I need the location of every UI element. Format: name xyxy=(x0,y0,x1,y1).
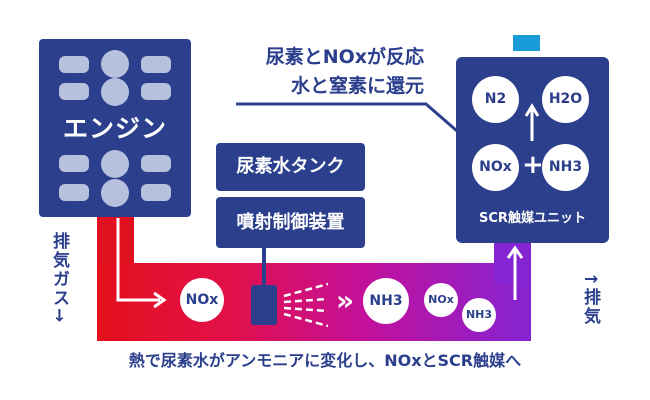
nox-molecule: NOx xyxy=(180,278,224,322)
engine-label: エンジン xyxy=(62,114,167,143)
engine-cell xyxy=(59,155,89,172)
caption: 熱で尿素水がアンモニアに変化し、NOxとSCR触媒へ xyxy=(128,351,522,370)
unit-cap xyxy=(513,35,540,51)
plus-sign: + xyxy=(522,150,544,180)
engine-cell xyxy=(141,155,171,172)
reaction-connector xyxy=(236,102,473,146)
engine-block: エンジン xyxy=(39,39,191,217)
engine-cell xyxy=(141,83,171,100)
engine-cell xyxy=(59,83,89,100)
nh3-molecule: NH3 xyxy=(363,278,409,324)
scr-unit-label: SCR触媒ユニット xyxy=(479,211,586,226)
exhaust-out-label: ↑排気 xyxy=(580,272,600,327)
engine-cell xyxy=(141,56,171,73)
injection-controller: 噴射制御装置 xyxy=(216,197,365,248)
nox-molecule-small: NOx xyxy=(424,283,458,317)
engine-cell xyxy=(141,184,171,201)
n2-molecule: N2 xyxy=(472,76,519,123)
injector-nozzle xyxy=(251,285,277,325)
engine-circle xyxy=(101,179,129,207)
flow-chevrons: » xyxy=(336,284,355,317)
engine-circle xyxy=(101,78,129,106)
engine-circle xyxy=(101,50,129,78)
spray-icon xyxy=(283,282,329,328)
nh3-molecule-small: NH3 xyxy=(462,298,496,332)
exhaust-arrow xyxy=(116,218,167,309)
engine-cell xyxy=(59,184,89,201)
up-arrow-icon xyxy=(506,245,524,300)
exhaust-in-label: 排気ガス→ xyxy=(49,232,69,325)
nox-molecule-unit: NOx xyxy=(472,144,519,191)
nh3-molecule-unit: NH3 xyxy=(542,144,589,191)
urea-tank: 尿素水タンク xyxy=(216,143,365,191)
engine-cell xyxy=(59,56,89,73)
reaction-arrow-icon xyxy=(524,103,540,141)
reaction-line-2: 水と窒素に還元 xyxy=(290,75,424,97)
exhaust-pipe xyxy=(97,263,531,341)
injector-stem xyxy=(262,248,266,286)
h2o-molecule: H2O xyxy=(542,76,589,123)
engine-circle xyxy=(101,150,129,178)
scr-unit: N2 H2O NOx NH3 + SCR触媒ユニット xyxy=(456,57,609,243)
reaction-line-1: 尿素とNOxが反応 xyxy=(265,46,424,68)
